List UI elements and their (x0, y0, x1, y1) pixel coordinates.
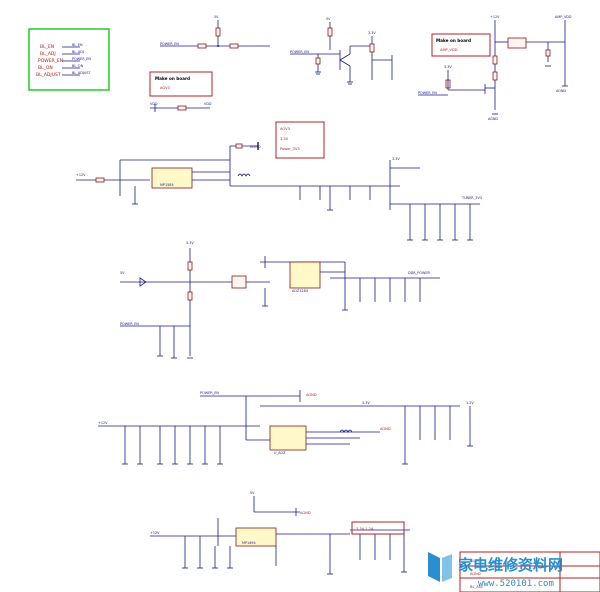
svg-text:+12V: +12V (150, 531, 160, 535)
svg-text:BL_ON: BL_ON (38, 65, 53, 71)
svg-text:3.3V: 3.3V (186, 241, 194, 245)
svg-text:AOZ1284: AOZ1284 (292, 289, 308, 293)
svg-text:VDD: VDD (204, 102, 212, 106)
svg-text:5V: 5V (326, 17, 331, 21)
svg-text:3.3V: 3.3V (444, 65, 452, 69)
ic-u2 (289, 261, 321, 289)
section-buck-1: +12V MP1584 AGND 3.3V TUNER_3V3 (76, 142, 482, 241)
legend-row-1: BL_EN BL_EN (40, 43, 83, 50)
svg-text:3.3V: 3.3V (280, 137, 289, 141)
svg-text:BL_ADJ: BL_ADJ (40, 51, 56, 57)
top-transistor-block: POWER_EN 5V 3.3V (290, 17, 393, 85)
section-buck-4: 5V AGND +12V MP1494 (150, 491, 410, 575)
svg-text:POWER_EN: POWER_EN (38, 58, 63, 64)
svg-text:AGND: AGND (488, 117, 498, 121)
svg-text:+12V: +12V (98, 421, 108, 425)
svg-text:TUNER_3V3: TUNER_3V3 (461, 196, 482, 200)
svg-text:U_AOZ: U_AOZ (274, 451, 286, 455)
svg-text:AGND: AGND (250, 145, 261, 149)
top-power-en-network: POWER_EN 5V (160, 15, 270, 49)
svg-text:3.3V 1.2A: 3.3V 1.2A (356, 527, 374, 531)
svg-text:BL_ON: BL_ON (470, 559, 482, 563)
svg-text:BL_ADJ: BL_ADJ (72, 50, 84, 54)
note-3v3-1-2a: 3.3V 1.2A (351, 521, 405, 535)
svg-text:DDR_POWER: DDR_POWER (408, 271, 430, 275)
svg-text:3.3V: 3.3V (392, 157, 400, 161)
amp-vdd-switch: +12V AMP_VDD POWER_EN 3.3V AGND AGND (418, 15, 572, 121)
svg-text:BL_EN: BL_EN (72, 43, 83, 47)
svg-text:Make on board: Make on board (155, 76, 190, 81)
svg-text:MP1584: MP1584 (160, 183, 174, 187)
svg-text:AMP_VDD: AMP_VDD (440, 48, 458, 52)
svg-text:POWER_EN: POWER_EN (160, 42, 179, 46)
svg-text:AGND: AGND (556, 89, 566, 93)
svg-text:www.520101.com: www.520101.com (478, 579, 554, 589)
svg-text:MP1494: MP1494 (242, 541, 256, 545)
svg-text:POWER_EN: POWER_EN (120, 322, 139, 326)
svg-text:AGV3: AGV3 (160, 86, 170, 90)
svg-text:AGND: AGND (306, 393, 317, 397)
note-make-on-board-amp-vdd: Make on board AMP_VDD (431, 33, 491, 57)
gnd-symbol (315, 71, 321, 75)
svg-text:AMP_VDD: AMP_VDD (555, 15, 572, 19)
svg-text:1.2V: 1.2V (466, 401, 474, 405)
legend-row-4: BL_ON BL_ON (38, 64, 84, 71)
svg-text:POWER_EN: POWER_EN (290, 50, 309, 54)
svg-text:AGND: AGND (300, 511, 311, 515)
svg-text:5V: 5V (120, 271, 125, 275)
section-buck-3: POWER_EN AGND +12V U_AOZ AGND 3.3V 1 (98, 390, 474, 465)
ic-u3 (269, 425, 307, 451)
svg-text:BL_EN: BL_EN (40, 44, 54, 50)
legend-row-5: BL_ADJUST BL_ADJUST (36, 71, 91, 78)
svg-text:POWER_EN: POWER_EN (418, 91, 437, 95)
legend-row-3: POWER_EN POWER_EN (38, 57, 91, 64)
svg-text:+12V: +12V (490, 15, 500, 19)
svg-text:Power_3V3: Power_3V3 (280, 147, 300, 151)
ic-u4 (235, 527, 277, 547)
svg-text:Make on board: Make on board (436, 38, 471, 43)
svg-text:BL_ADJUST: BL_ADJUST (36, 72, 61, 78)
svg-text:AGV3: AGV3 (280, 127, 290, 131)
ic-u1 (151, 167, 193, 189)
watermark: 家电维修资料网 www.520101.com (428, 552, 563, 589)
svg-text:POWER_EN: POWER_EN (200, 391, 219, 395)
svg-text:VDD: VDD (150, 102, 158, 106)
svg-text:BL_ON: BL_ON (72, 64, 84, 68)
title-block: BL_ON AGND BL_ADJ (459, 551, 600, 592)
svg-text:5V: 5V (250, 491, 255, 495)
section-ddr-power: 3.3V 5V AOZ1284 DDR_POWER POWER_EN (120, 241, 440, 359)
svg-text:家电维修资料网: 家电维修资料网 (458, 556, 563, 574)
svg-text:3.3V: 3.3V (362, 401, 370, 405)
svg-text:POWER_EN: POWER_EN (72, 57, 91, 61)
svg-text:BL_ADJ: BL_ADJ (470, 585, 483, 589)
legend-row-2: BL_ADJ BL_ADJ (40, 50, 84, 57)
note-power-3v3: AGV3 3.3V Power_3V3 (275, 121, 325, 159)
note-make-on-board-agv3: Make on board AGV3 (149, 71, 213, 97)
vdd-link: VDD VDD (150, 102, 212, 112)
svg-text:5V: 5V (214, 15, 219, 19)
svg-text:AGND: AGND (470, 572, 481, 576)
svg-text:AGND: AGND (380, 427, 391, 431)
svg-text:BL_ADJUST: BL_ADJUST (72, 71, 91, 75)
legend-box: BL_EN BL_EN BL_ADJ BL_ADJ POWER_EN POWER… (28, 28, 110, 91)
svg-text:3.3V: 3.3V (368, 31, 376, 35)
svg-text:+12V: +12V (76, 173, 86, 177)
